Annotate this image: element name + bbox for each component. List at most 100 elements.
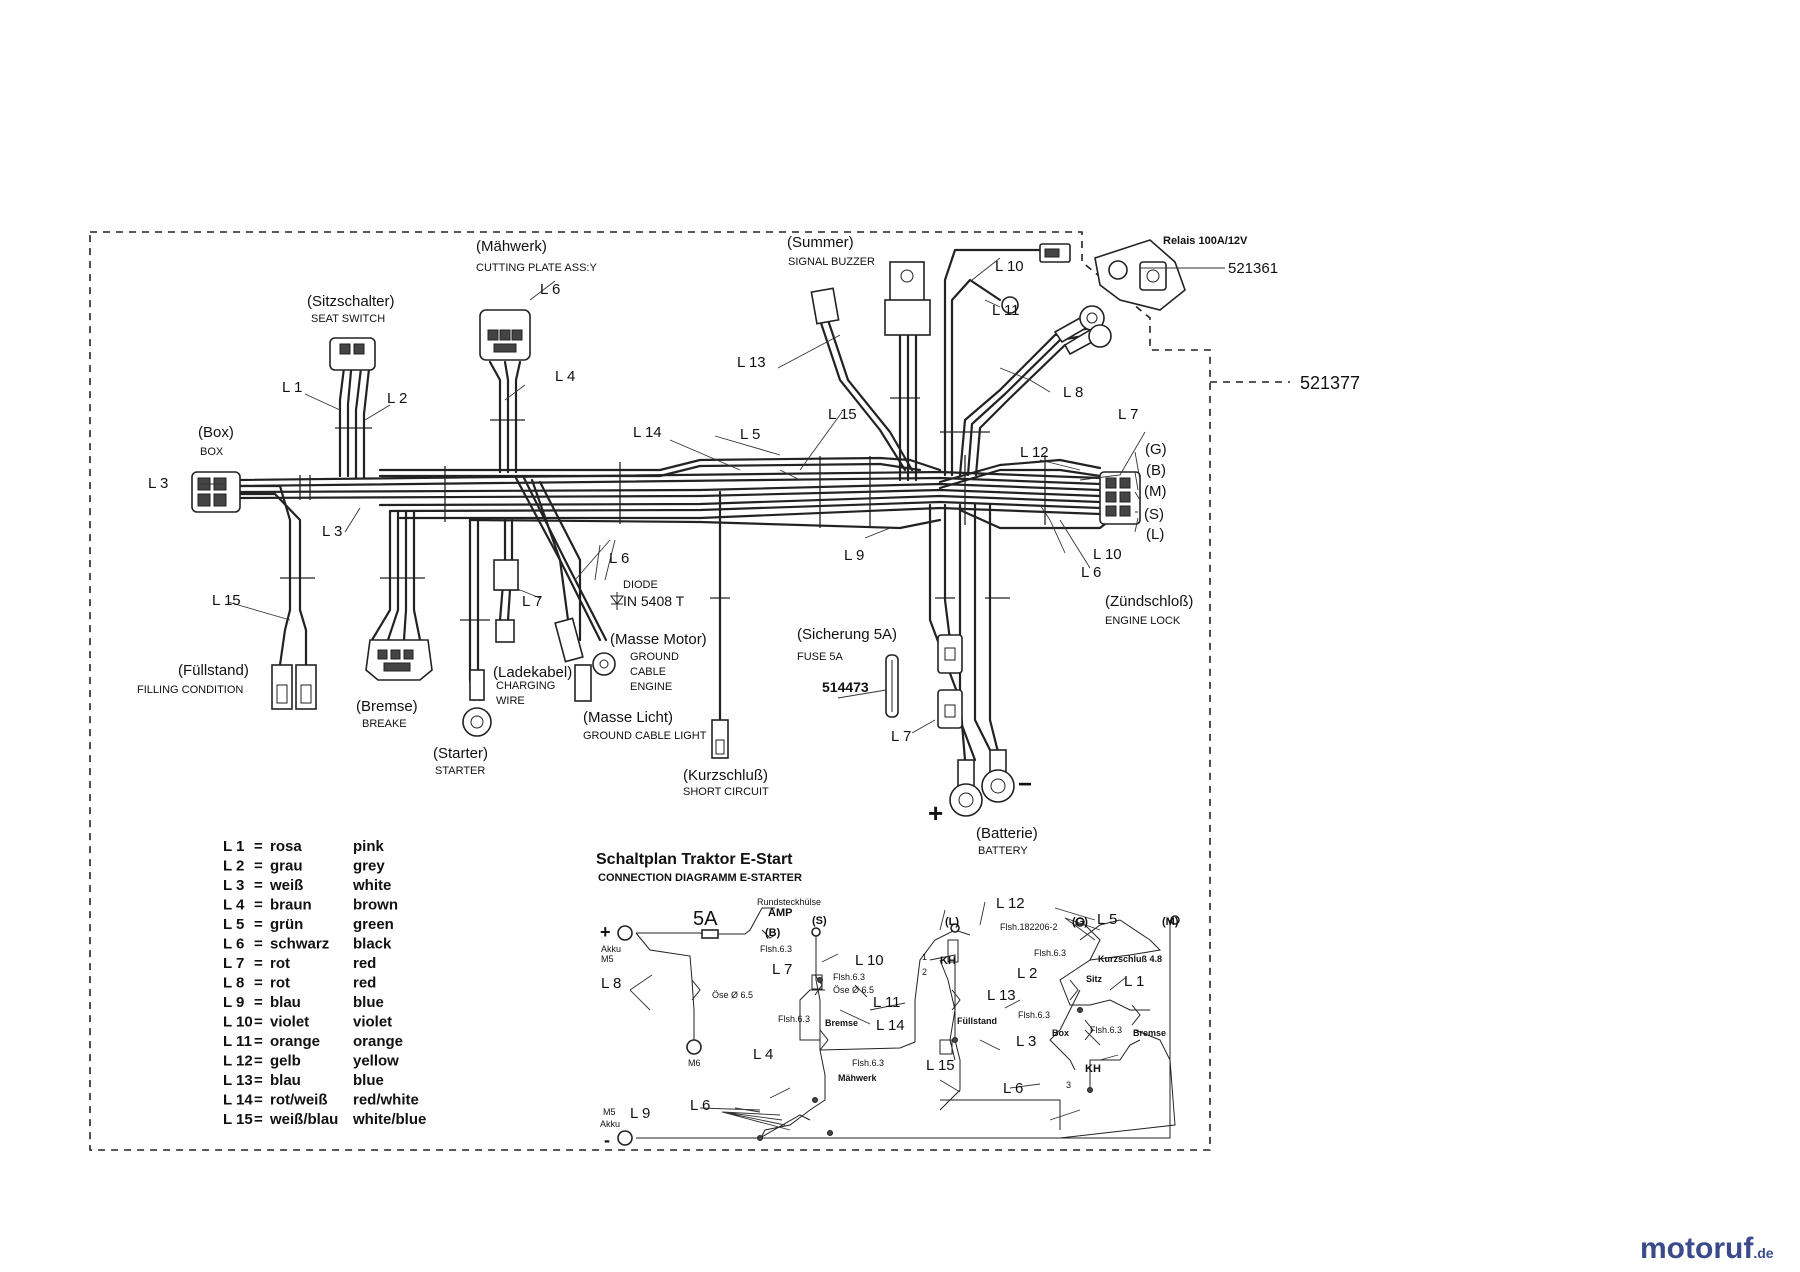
schem-l: (L) xyxy=(945,916,959,928)
wire-label-l10-top: L 10 xyxy=(995,258,1024,275)
diode-symbol xyxy=(610,592,624,610)
charging-wire-connector xyxy=(493,559,519,643)
schem-label-l1: L 1 xyxy=(1124,973,1144,990)
schem-rundsteck: Rundsteckhülse xyxy=(757,897,821,907)
battery-minus: − xyxy=(1018,771,1032,798)
legend-equals: = xyxy=(254,1111,263,1128)
label-fuellstand-en: FILLING CONDITION xyxy=(137,684,243,696)
label-box-de: (Box) xyxy=(198,424,234,441)
short-circuit-connector xyxy=(711,719,729,759)
legend-color-en: orange xyxy=(353,1033,403,1050)
label-kurzschluss-en: SHORT CIRCUIT xyxy=(683,786,769,798)
schematic-title-en: CONNECTION DIAGRAMM E-STARTER xyxy=(598,872,802,884)
wire-label-l5: L 5 xyxy=(740,426,760,443)
schem-label-l13: L 13 xyxy=(987,987,1016,1004)
legend-color-de: weiß/blau xyxy=(269,1111,338,1128)
label-batterie-en: BATTERY xyxy=(978,845,1028,857)
schem-kurzschluss48: Kurzschluß 4.8 xyxy=(1098,954,1162,964)
wire-label-l7-charging: L 7 xyxy=(522,593,542,610)
schem-bremse-1: Bremse xyxy=(825,1018,858,1028)
wire-label-l13: L 13 xyxy=(737,354,766,371)
relay-part-number: 521361 xyxy=(1228,260,1278,277)
motoruf-watermark: motoruf.de xyxy=(1640,1232,1774,1265)
schem-label-l12: L 12 xyxy=(996,895,1025,912)
watermark-tld: .de xyxy=(1753,1245,1773,1261)
label-masse-motor-en2: CABLE xyxy=(630,666,666,678)
schem-m5-bottom: M5 xyxy=(603,1107,616,1117)
wire-label-l14: L 14 xyxy=(633,424,662,441)
legend-equals: = xyxy=(254,994,263,1011)
label-sicherung-en: FUSE 5A xyxy=(797,651,844,663)
leader-lines xyxy=(200,257,1225,734)
schem-s: (S) xyxy=(812,915,827,927)
schematic: Schaltplan Traktor E-Start CONNECTION DI… xyxy=(596,851,1180,1150)
wire-label-l15-box: L 15 xyxy=(212,592,241,609)
legend-color-en: blue xyxy=(353,994,384,1011)
relay-100a xyxy=(1094,239,1186,311)
schem-m6: M6 xyxy=(688,1058,701,1068)
schem-label-l14: L 14 xyxy=(876,1017,905,1034)
label-ladekabel-en1: CHARGING xyxy=(496,680,555,692)
schem-label-l11: L 11 xyxy=(873,994,901,1011)
legend-color-de: rot xyxy=(270,955,290,972)
legend-equals: = xyxy=(254,1072,263,1089)
schem-box: Box xyxy=(1052,1028,1069,1038)
legend-color-de: blau xyxy=(270,994,301,1011)
label-bremse-en: BREAKE xyxy=(362,718,407,730)
legend-color-de: gelb xyxy=(270,1053,301,1070)
wire-label-l11: L 11 xyxy=(992,302,1020,319)
label-masse-motor-de: (Masse Motor) xyxy=(610,631,707,648)
engine-lock-connector xyxy=(1099,471,1141,525)
legend-equals: = xyxy=(254,955,263,972)
label-masse-licht-de: (Masse Licht) xyxy=(583,709,673,726)
schem-flsh-3: Flsh.6.3 xyxy=(778,1014,810,1024)
legend-color-de: grau xyxy=(270,858,303,875)
schem-akku-bottom: Akku xyxy=(600,1119,620,1129)
schem-label-l15: L 15 xyxy=(926,1057,955,1074)
legend-code: L 1 xyxy=(223,838,244,855)
wire-label-l15-top: L 15 xyxy=(828,406,857,423)
legend-equals: = xyxy=(254,858,263,875)
wire-label-l4: L 4 xyxy=(555,368,575,385)
schem-m5-top: M5 xyxy=(601,954,614,964)
schem-label-l2: L 2 xyxy=(1017,965,1037,982)
harness-labels: (Sitzschalter) SEAT SWITCH (Mähwerk) CUT… xyxy=(137,234,1278,857)
signal-buzzer xyxy=(810,261,931,336)
legend-code: L 5 xyxy=(223,916,244,933)
legend-equals: = xyxy=(254,897,263,914)
label-sicherung-de: (Sicherung 5A) xyxy=(797,626,897,643)
legend-code: L 9 xyxy=(223,994,244,1011)
schem-label-l3: L 3 xyxy=(1016,1033,1036,1050)
cable-ties xyxy=(280,397,1046,621)
schem-label-l8: L 8 xyxy=(601,975,621,992)
legend-equals: = xyxy=(254,1092,263,1109)
legend-color-en: pink xyxy=(353,838,384,855)
label-zuendschloss-de: (Zündschloß) xyxy=(1105,593,1193,610)
wire-label-l7-lock: L 7 xyxy=(1118,406,1138,423)
schem-label-l6-bottom: L 6 xyxy=(1003,1080,1023,1097)
label-batterie-de: (Batterie) xyxy=(976,825,1038,842)
schem-minus: - xyxy=(604,1130,610,1150)
legend-color-de: grün xyxy=(270,916,303,933)
legend-color-de: orange xyxy=(270,1033,320,1050)
schem-n3: 3 xyxy=(1066,1080,1071,1090)
wire-label-l12: L 12 xyxy=(1020,444,1049,461)
wire-label-l1: L 1 xyxy=(282,379,302,396)
label-ladekabel-en2: WIRE xyxy=(496,695,525,707)
wire-label-l3-box: L 3 xyxy=(148,475,168,492)
filling-condition-connectors xyxy=(271,664,317,710)
legend-code: L 8 xyxy=(223,975,244,992)
assembly-border xyxy=(89,231,1290,1151)
label-kurzschluss-de: (Kurzschluß) xyxy=(683,767,768,784)
label-relay: Relais 100A/12V xyxy=(1163,235,1248,247)
label-summer-en: SIGNAL BUZZER xyxy=(788,256,875,268)
label-starter-en: STARTER xyxy=(435,765,485,777)
legend-code: L 13 xyxy=(223,1072,253,1089)
legend-code: L 2 xyxy=(223,858,244,875)
wire-label-l8: L 8 xyxy=(1063,384,1083,401)
wire-label-l9: L 9 xyxy=(844,547,864,564)
label-diode-part: IN 5408 T xyxy=(623,593,685,609)
schem-flsh-1: Flsh.6.3 xyxy=(760,944,792,954)
legend-color-en: violet xyxy=(353,1014,392,1031)
